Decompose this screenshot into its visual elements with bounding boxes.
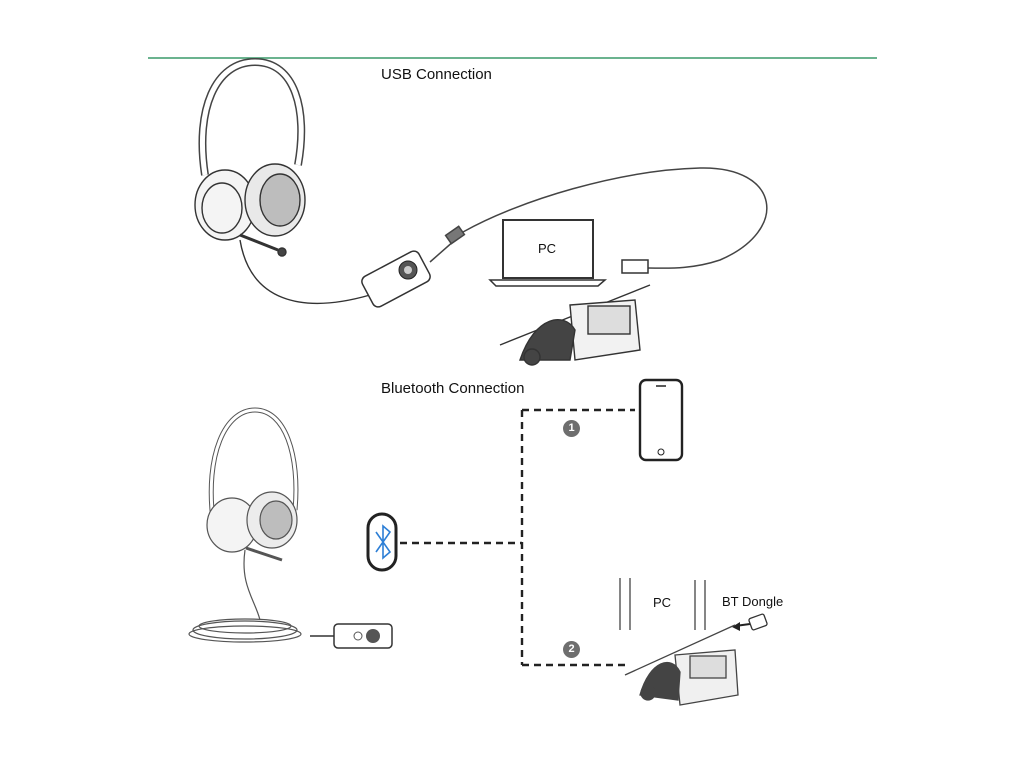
bt-pc-label: PC [653, 595, 672, 610]
bluetooth-connection-title: Bluetooth Connection [381, 380, 525, 397]
usb-pc-label: PC [538, 241, 557, 256]
step-1-badge: 1 [563, 420, 580, 437]
bt-dongle-label: BT Dongle [722, 594, 784, 609]
usb-connection-title: USB Connection [381, 66, 492, 83]
step-2-badge: 2 [563, 641, 580, 658]
bluetooth-icon [366, 512, 398, 572]
bt-headset-illustration [188, 407, 302, 643]
bt-dashed-links [400, 408, 635, 667]
usb-inline-controller [361, 250, 431, 308]
usb-headset-illustration [194, 57, 371, 305]
bt-pc-tower [619, 578, 706, 630]
bt-adapter-dongle [310, 623, 393, 649]
bt-dongle-plug [732, 613, 768, 631]
desk-phone [499, 284, 651, 366]
laptop-pc [488, 219, 608, 287]
usb-cable [429, 167, 768, 274]
bt-desk-phone [624, 624, 739, 706]
smartphone [638, 378, 684, 462]
